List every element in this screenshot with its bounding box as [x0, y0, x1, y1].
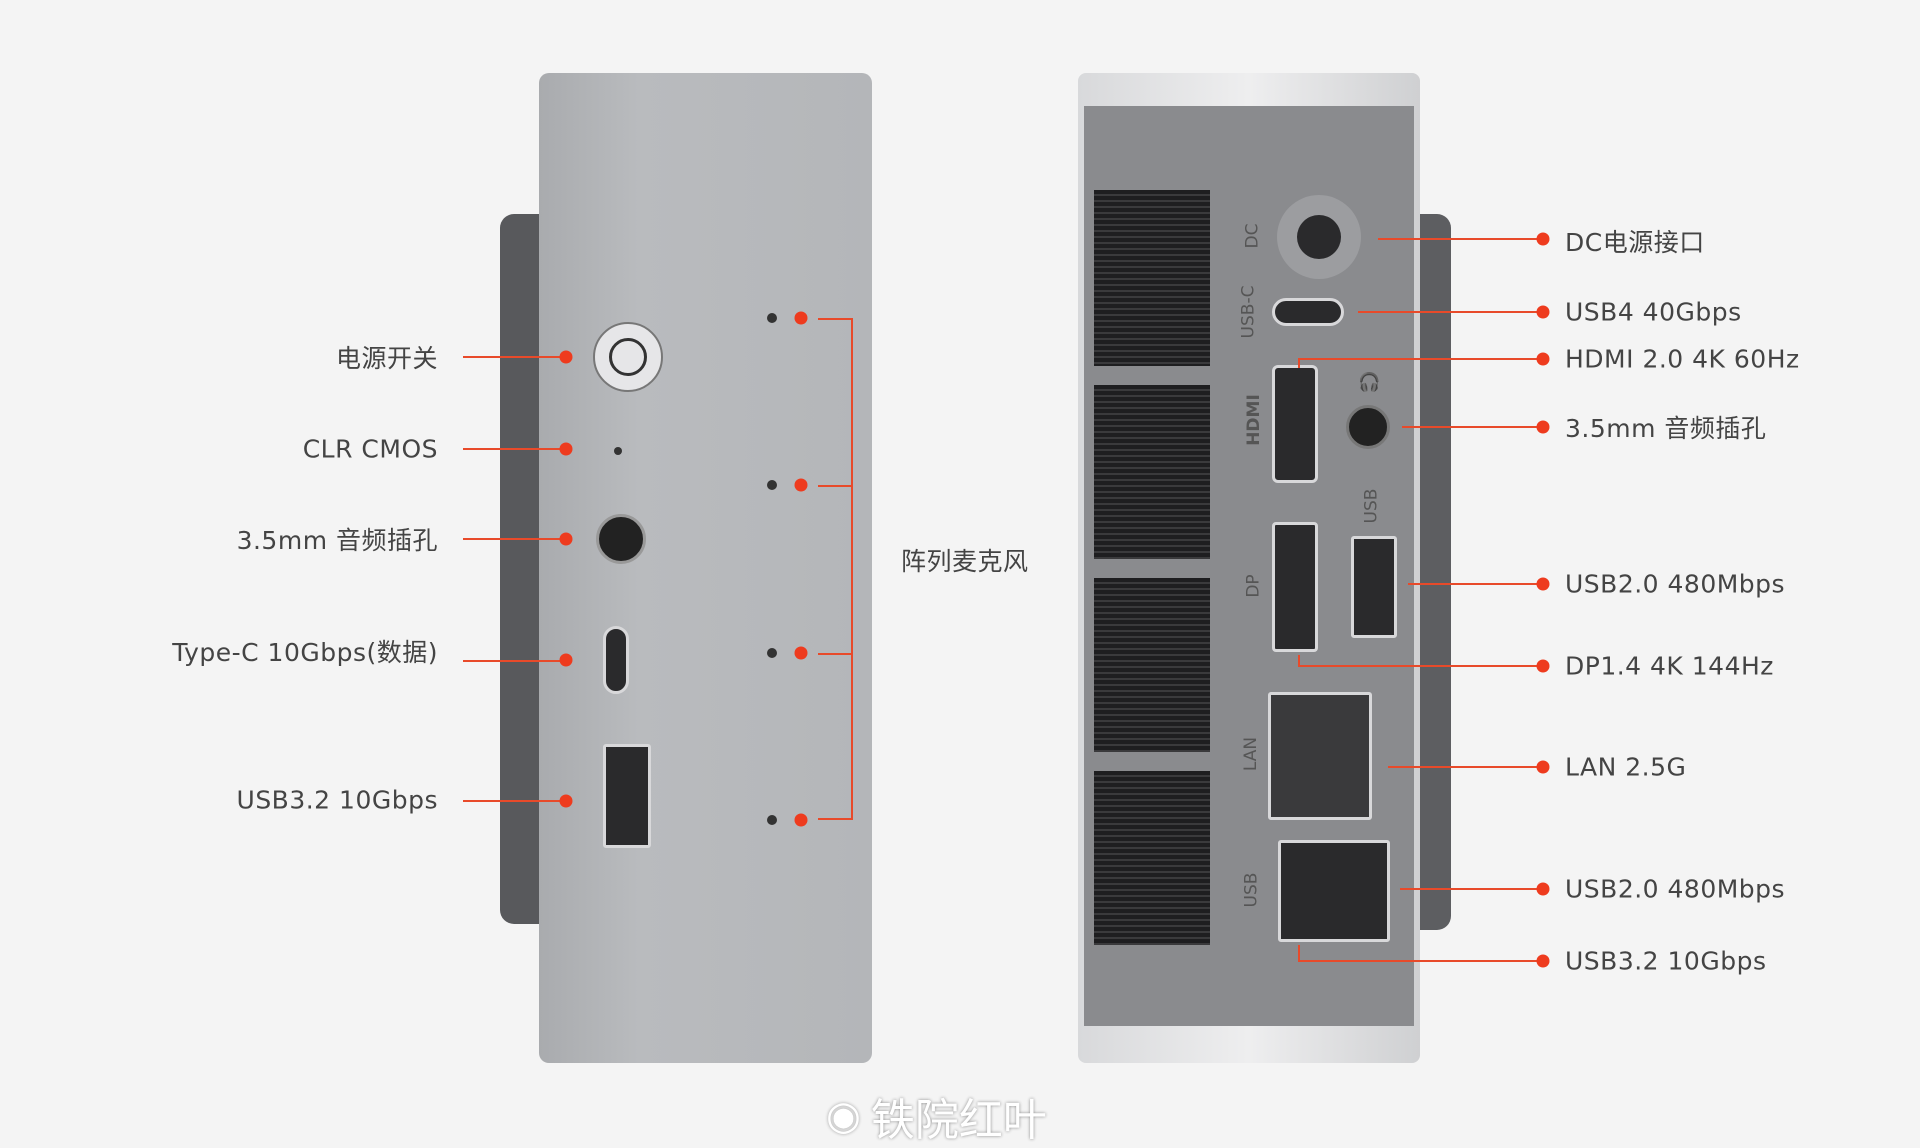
marker-dot — [1536, 760, 1550, 774]
marker-dot — [1536, 232, 1550, 246]
marker-dot — [1536, 352, 1550, 366]
mic-marker-dot — [794, 813, 808, 827]
vent-grille — [1094, 578, 1210, 752]
label-dp: DP1.4 4K 144Hz — [1565, 651, 1774, 681]
vent-grille — [1094, 190, 1210, 366]
marking-dp: DP — [1243, 574, 1264, 598]
marker-dot — [1536, 954, 1550, 968]
dp-port — [1272, 522, 1318, 652]
label-power-switch: 电源开关 — [335, 344, 438, 373]
usb-stack-port — [1278, 840, 1390, 942]
marker-dot — [559, 653, 573, 667]
left-device-front-panel — [539, 73, 872, 1063]
leader-line-vert — [1298, 358, 1300, 368]
leader-line — [463, 660, 566, 662]
marker-dot — [559, 532, 573, 546]
marker-dot — [1536, 305, 1550, 319]
usb4-port — [1272, 298, 1344, 326]
label-lan: LAN 2.5G — [1565, 752, 1687, 782]
hdmi-port — [1272, 365, 1318, 483]
headphone-icon: 🎧 — [1358, 372, 1381, 393]
leader-line — [1358, 311, 1543, 313]
leader-line-vert — [1298, 945, 1300, 960]
audio-jack-right — [1346, 405, 1390, 449]
marker-dot — [1536, 882, 1550, 896]
label-audio-jack-right: 3.5mm 音频插孔 — [1565, 414, 1767, 443]
mic-marker-dot — [794, 646, 808, 660]
leader-line — [1298, 665, 1543, 667]
mic-hole — [767, 648, 777, 658]
watermark-text: 铁院红叶 — [870, 1095, 1047, 1146]
leader-line — [463, 448, 566, 450]
marker-dot — [1536, 577, 1550, 591]
clr-cmos-hole — [614, 447, 622, 455]
usb2-port-single — [1351, 536, 1397, 638]
power-button — [593, 322, 663, 392]
dc-jack — [1277, 195, 1361, 279]
lan-port — [1268, 692, 1372, 820]
weibo-watermark: ◉ 铁院红叶 — [826, 1084, 1047, 1148]
mic-bracket — [818, 318, 853, 820]
marker-dot — [559, 794, 573, 808]
mic-bracket-tick — [818, 653, 853, 655]
usb-a-port-left — [603, 744, 651, 848]
mic-array-label: 阵列麦克风 — [901, 547, 1029, 576]
mic-hole — [767, 815, 777, 825]
leader-line — [1298, 960, 1543, 962]
label-usb2-stack: USB2.0 480Mbps — [1565, 874, 1786, 904]
label-usb32: USB3.2 10Gbps — [236, 785, 438, 815]
leader-line — [1388, 766, 1543, 768]
mic-hole — [767, 480, 777, 490]
marking-hdmi: HDMI — [1243, 394, 1264, 446]
marking-usb-c: USB-C — [1238, 285, 1259, 339]
leader-line — [463, 800, 566, 802]
type-c-port-left — [603, 626, 629, 694]
label-audio-jack: 3.5mm 音频插孔 — [236, 526, 438, 555]
mic-marker-dot — [794, 478, 808, 492]
marking-dc: DC — [1242, 223, 1263, 249]
leader-line — [1378, 238, 1543, 240]
label-usb2-single: USB2.0 480Mbps — [1565, 569, 1786, 599]
marker-dot — [559, 442, 573, 456]
label-dc-power: DC电源接口 — [1565, 228, 1705, 257]
marker-dot — [1536, 659, 1550, 673]
marking-usb: USB — [1361, 488, 1382, 524]
audio-jack-left — [596, 514, 646, 564]
mic-hole — [767, 313, 777, 323]
marking-usb-bottom: USB — [1241, 872, 1262, 908]
mic-bracket-tick — [818, 485, 853, 487]
vent-grille — [1094, 771, 1210, 945]
leader-line-vert — [1298, 655, 1300, 665]
leader-line — [1402, 426, 1543, 428]
leader-line — [1298, 358, 1543, 360]
label-type-c: Type-C 10Gbps(数据) — [172, 638, 438, 667]
label-hdmi: HDMI 2.0 4K 60Hz — [1565, 344, 1800, 374]
mic-marker-dot — [794, 311, 808, 325]
leader-line — [1408, 583, 1543, 585]
marker-dot — [1536, 420, 1550, 434]
leader-line — [463, 356, 566, 358]
vent-grille — [1094, 385, 1210, 559]
leader-line — [1400, 888, 1543, 890]
marking-lan: LAN — [1241, 736, 1262, 772]
leader-line — [463, 538, 566, 540]
label-usb32-stack: USB3.2 10Gbps — [1565, 946, 1767, 976]
label-clr-cmos: CLR CMOS — [302, 434, 438, 464]
weibo-icon: ◉ — [826, 1093, 861, 1139]
marker-dot — [559, 350, 573, 364]
label-usb4: USB4 40Gbps — [1565, 297, 1742, 327]
